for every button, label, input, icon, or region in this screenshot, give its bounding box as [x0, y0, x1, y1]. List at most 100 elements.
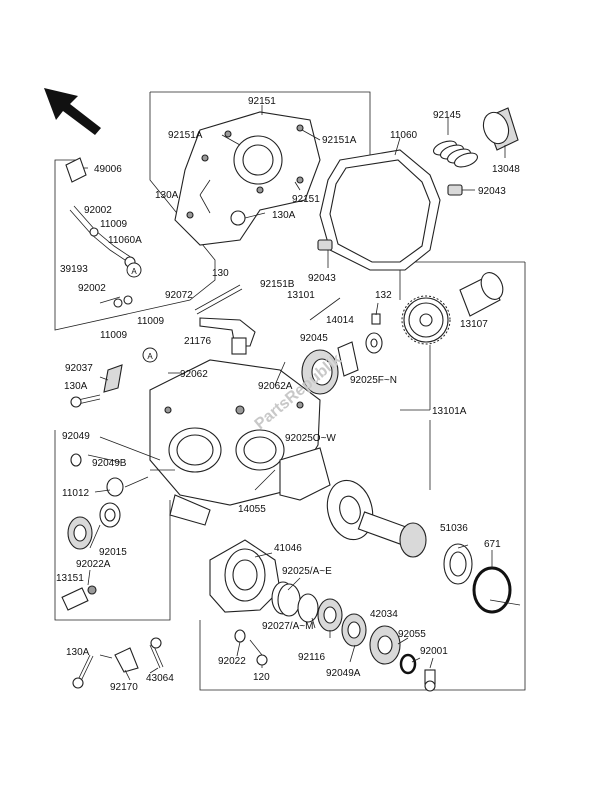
label-92055: 92055 [398, 629, 426, 640]
seal-11012 [67, 516, 93, 550]
label-92049B: 92049B [92, 458, 127, 469]
pin-92043-mid [317, 239, 333, 251]
bolt-132 [371, 313, 381, 325]
label-92002-1: 92002 [84, 205, 112, 216]
bearing-92116 [317, 598, 343, 632]
label-11060: 11060 [390, 130, 418, 141]
sensor-13151 [61, 585, 97, 611]
shim-92025FN [337, 341, 359, 377]
pin-92043-top [447, 184, 463, 196]
label-92043-2: 92043 [308, 273, 336, 284]
label-92025FN: 92025F~N [350, 375, 397, 386]
label-11009-3: 11009 [100, 330, 128, 341]
gear-case-body [149, 359, 321, 526]
label-92170: 92170 [110, 682, 138, 693]
spring-92145 [432, 140, 479, 168]
nut-14014 [365, 332, 383, 354]
o-ring-92055 [399, 653, 417, 675]
label-130A-2: 130A [272, 210, 296, 221]
label-130A-4: 130A [66, 647, 90, 658]
label-14014: 14014 [326, 315, 354, 326]
svg-text:A: A [147, 352, 153, 361]
cylinder-cover-assembly [174, 111, 321, 246]
o-ring-671 [472, 566, 512, 614]
label-51036: 51036 [440, 523, 468, 534]
label-92151-mid: 92151 [292, 194, 320, 205]
cup-13048 [482, 107, 519, 151]
label-49006: 49006 [94, 164, 122, 175]
washer-92049 [70, 453, 82, 467]
label-42034: 42034 [370, 609, 398, 620]
callout-marker-a-lower: A [142, 347, 158, 363]
plate-92037 [103, 364, 123, 393]
label-92037: 92037 [65, 363, 93, 374]
label-92045: 92045 [300, 333, 328, 344]
label-43064: 43064 [146, 673, 174, 684]
label-92049A: 92049A [326, 668, 361, 679]
leader-lines [84, 105, 521, 681]
label-92001: 92001 [420, 646, 448, 657]
bolt-130A-left [70, 394, 101, 408]
label-11060A: 11060A [108, 235, 142, 246]
label-13048: 13048 [492, 164, 520, 175]
label-92049: 92049 [62, 431, 90, 442]
bearing-92045 [301, 349, 339, 395]
cover-14055 [279, 447, 331, 501]
bracket-92170 [114, 647, 139, 673]
cover-gasket-11060 [319, 149, 441, 271]
label-13101: 13101 [287, 290, 315, 301]
label-92002-2: 92002 [78, 283, 106, 294]
bolt-120 [249, 639, 268, 666]
label-92022: 92022 [218, 656, 246, 667]
bearing-92049A [341, 613, 367, 647]
label-671: 671 [484, 539, 501, 550]
label-92027AM: 92027/A~M [262, 621, 313, 632]
label-13107: 13107 [460, 319, 488, 330]
svg-text:A: A [131, 267, 137, 276]
label-92151B: 92151B [260, 279, 295, 290]
label-92151A-right: 92151A [322, 135, 357, 146]
shaft-13107 [459, 272, 504, 317]
label-92062: 92062 [180, 369, 208, 380]
label-92072: 92072 [165, 290, 193, 301]
hose-11060A [69, 205, 136, 268]
label-21176: 21176 [184, 336, 212, 347]
label-120: 120 [253, 672, 270, 683]
label-41046: 41046 [274, 543, 302, 554]
bolt-43064 [149, 637, 164, 669]
label-130-1: 130 [212, 268, 229, 279]
housing-41046 [209, 539, 281, 613]
label-92025AE: 92025/A~E [282, 566, 332, 577]
label-39193: 39193 [60, 264, 88, 275]
label-11009-2: 11009 [137, 316, 165, 327]
bolt-130A-bottom [72, 654, 94, 689]
seal-51036 [443, 543, 473, 585]
label-11009-1: 11009 [100, 219, 128, 230]
bolt-92001 [424, 669, 436, 692]
pinion-gear-13101A [326, 479, 427, 558]
label-92151A-left: 92151A [168, 130, 203, 141]
label-13151: 13151 [56, 573, 84, 584]
label-92116: 92116 [298, 652, 326, 663]
label-130A-3: 130A [64, 381, 88, 392]
label-132: 132 [375, 290, 392, 301]
bolts-92002 [99, 295, 133, 308]
label-92022A: 92022A [76, 559, 111, 570]
label-92025OW: 92025O~W [285, 433, 336, 444]
label-13101A: 13101A [432, 406, 467, 417]
label-130A-1: 130A [155, 190, 179, 201]
shift-shaft-21176 [194, 284, 256, 355]
ring-gear-13101 [401, 295, 451, 345]
front-direction-arrow-icon [44, 88, 101, 135]
callout-marker-a-upper: A [126, 262, 142, 278]
label-92151-top: 92151 [248, 96, 276, 107]
label-92015: 92015 [99, 547, 127, 558]
part-labels: 92151 92151A 92151A 11060 92145 49006 13… [56, 96, 520, 693]
washer-92022 [234, 629, 246, 643]
shims-92027AM [297, 593, 319, 623]
label-92145: 92145 [433, 110, 461, 121]
label-92043-1: 92043 [478, 186, 506, 197]
label-11012: 11012 [62, 488, 90, 499]
shims-92025AE [271, 581, 301, 617]
